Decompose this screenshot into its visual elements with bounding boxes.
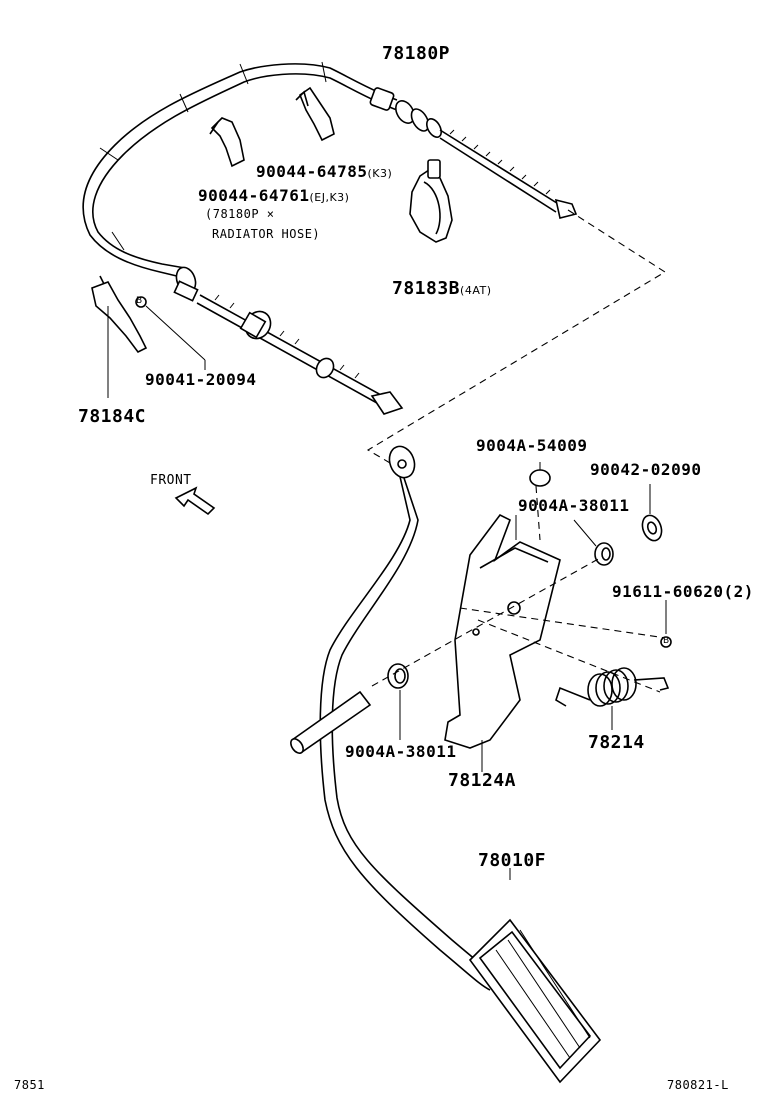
label-pedal-bracket: 78124A	[448, 770, 517, 791]
label-clip-ejk3-sub2: RADIATOR HOSE)	[212, 227, 321, 241]
bushing-right-drawing	[573, 519, 614, 566]
footer-left-code: 7851	[14, 1078, 45, 1092]
ref-b-marker-right	[660, 636, 672, 648]
label-clip-ejk3-note: (EJ,K3)	[309, 191, 350, 204]
label-clamp-number: 78183B	[392, 278, 461, 299]
label-cable: 78180P	[382, 43, 451, 64]
label-washer: 90042-02090	[590, 460, 702, 479]
washer-drawing	[641, 484, 663, 542]
label-grommet-top: 9004A-54009	[476, 436, 588, 455]
label-spring: 78214	[588, 732, 645, 753]
footer-right-code: 780821-L	[667, 1078, 729, 1092]
spring-78214-drawing	[555, 667, 670, 730]
ref-b-marker-left-text: B	[136, 296, 143, 306]
label-stud-qty: (2)	[723, 582, 754, 601]
clamp-78183B-drawing	[409, 159, 453, 243]
bushing-left-drawing	[387, 663, 409, 740]
accelerator-cable	[82, 61, 578, 415]
label-stud-number: 91611-60620	[612, 582, 724, 601]
label-bushing-right: 9004A-38011	[518, 496, 630, 515]
label-clip-k3: 90044-64785(K3)	[256, 164, 392, 180]
label-clip-k3-note: (K3)	[367, 167, 393, 180]
clip-90044-64785-drawing	[295, 86, 335, 142]
label-clamp-note: (4AT)	[460, 284, 492, 297]
ref-b-marker-right-text: B	[663, 636, 670, 646]
label-clip-ejk3: 90044-64761(EJ,K3)	[198, 188, 349, 204]
grommet-drawing	[529, 469, 551, 487]
label-clip-k3-number: 90044-64785	[256, 162, 368, 181]
label-stud: 91611-60620(2)	[612, 584, 754, 600]
front-label: FRONT	[150, 473, 192, 488]
label-pedal: 78010F	[478, 850, 547, 871]
label-bracket: 78184C	[78, 406, 147, 427]
bracket-78124A-drawing	[444, 513, 561, 749]
label-clip-ejk3-number: 90044-64761	[198, 186, 310, 205]
label-clip-ejk3-sub1: (78180P ×	[205, 207, 275, 221]
bracket-78184C-drawing	[91, 275, 206, 398]
label-clip-bracket: 90041-20094	[145, 370, 257, 389]
label-bushing-left: 9004A-38011	[345, 742, 457, 761]
front-arrow-icon	[174, 486, 216, 516]
cable-routing-line	[366, 209, 667, 471]
label-clamp: 78183B(4AT)	[392, 280, 492, 298]
pedal-78010F-drawing	[290, 445, 602, 1084]
clip-90044-64761-drawing	[209, 117, 245, 168]
